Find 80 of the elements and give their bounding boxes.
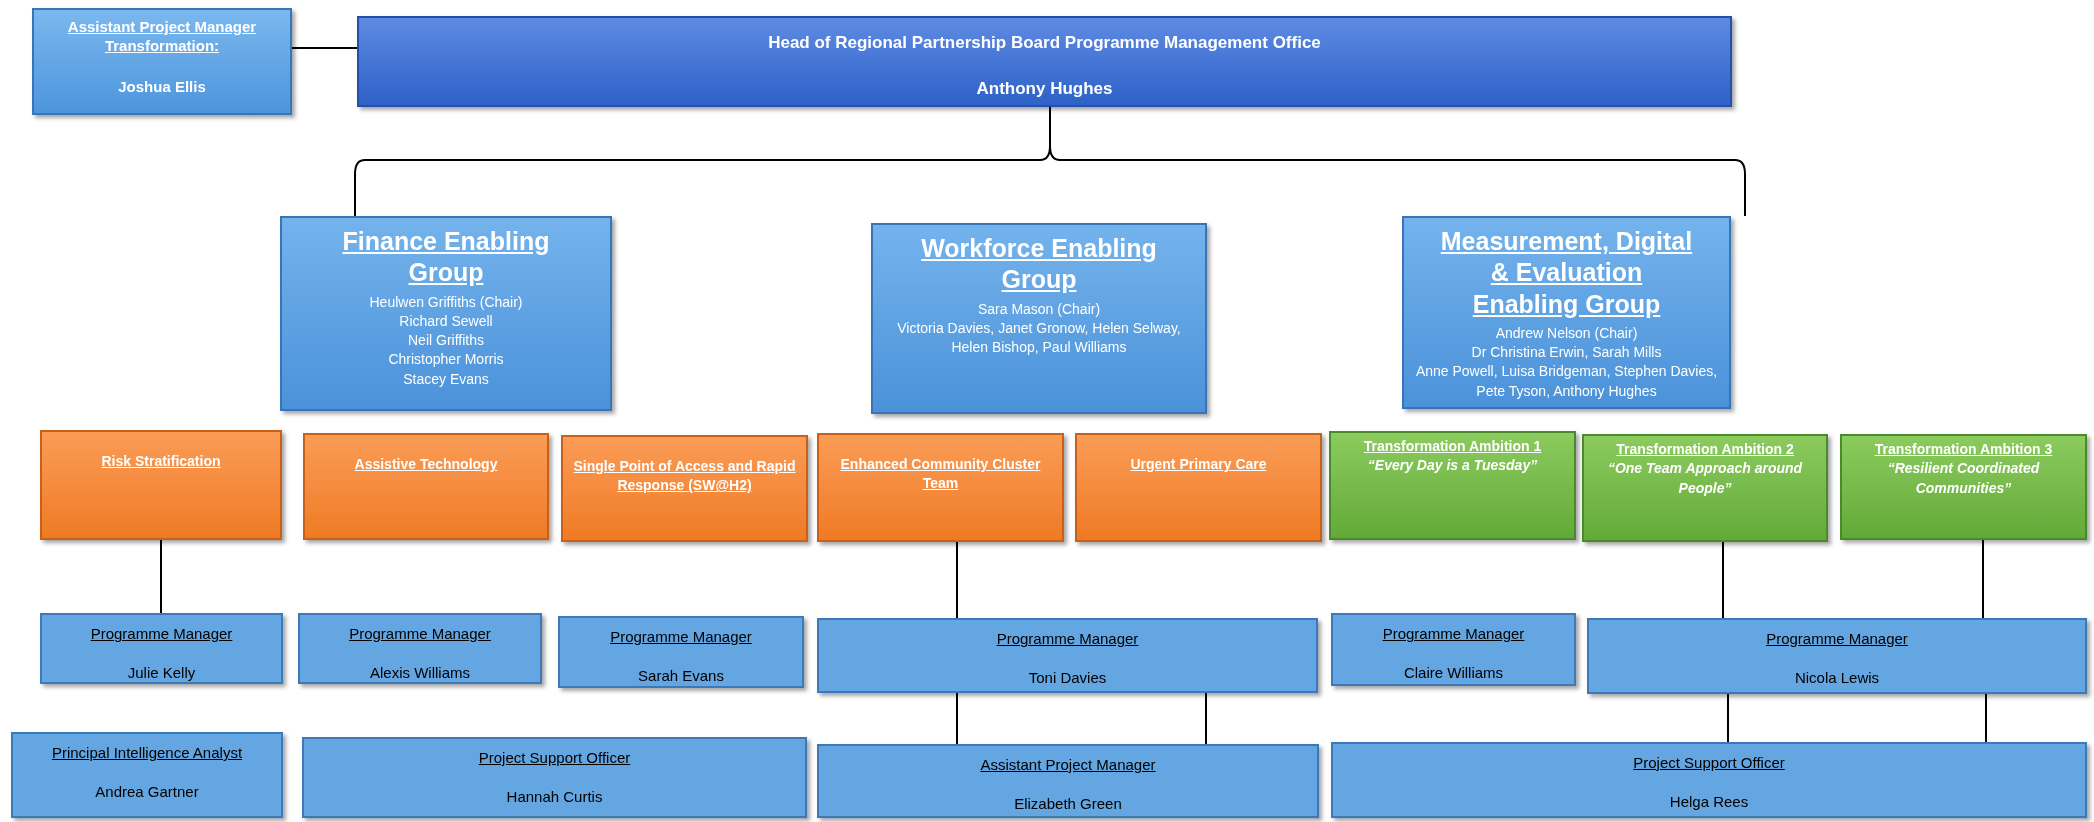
- role-title: Assistant Project Manager Transformation:: [66, 18, 258, 56]
- role-title: Project Support Officer: [1633, 753, 1785, 773]
- workstream-box: [561, 435, 808, 542]
- role-title: Programme Manager: [996, 629, 1139, 649]
- role-box: [817, 618, 1318, 693]
- role-box: [558, 616, 804, 688]
- connector-line: [1985, 693, 1987, 743]
- head-box: [357, 16, 1732, 107]
- ambition-box: [1582, 434, 1828, 542]
- connector-line: [160, 539, 162, 614]
- group-title: Measurement, Digital & Evaluation Enabling Group: [1439, 226, 1694, 320]
- connector-line: [1727, 693, 1729, 743]
- ambition-box: [1840, 434, 2087, 540]
- person-name: Anthony Hughes: [976, 77, 1113, 100]
- role-box: [32, 8, 292, 115]
- member-name: Sara Mason (Chair): [977, 299, 1101, 319]
- group-box: [280, 216, 612, 411]
- ambition-title: Transformation Ambition 3: [1874, 440, 2053, 459]
- group-title: Workforce Enabling Group: [920, 233, 1158, 296]
- member-name: Neil Griffiths: [408, 331, 484, 350]
- role-box: [1587, 618, 2087, 694]
- role-title: Programme Manager: [1382, 624, 1525, 644]
- person-name: Nicola Lewis: [1794, 667, 1880, 688]
- role-box: [1331, 742, 2087, 818]
- role-title: Assistant Project Manager: [980, 755, 1156, 775]
- role-title: Head of Regional Partnership Board Programme Management Office: [768, 32, 1321, 54]
- workstream-title: Urgent Primary Care: [1130, 455, 1267, 474]
- person-name: Alexis Williams: [370, 662, 470, 683]
- group-box: [871, 223, 1207, 414]
- member-name: Victoria Davies, Janet Gronow, Helen Selway, Helen Bishop, Paul Williams: [896, 318, 1182, 357]
- ambition-title: Transformation Ambition 1: [1363, 437, 1542, 456]
- person-name: Sarah Evans: [638, 665, 724, 686]
- workstream-box: [1075, 433, 1322, 542]
- person-name: Hannah Curtis: [506, 786, 603, 807]
- connector-line: [1722, 541, 1724, 619]
- workstream-title: Single Point of Access and Rapid Response (SW@H2): [572, 457, 797, 496]
- person-name: Julie Kelly: [127, 662, 196, 683]
- person-name: Andrea Gartner: [95, 781, 199, 802]
- role-title: Programme Manager: [1766, 629, 1908, 649]
- role-box: [298, 613, 542, 684]
- connector-line: [291, 47, 358, 49]
- role-box: [40, 613, 283, 684]
- person-name: Helga Rees: [1669, 791, 1749, 812]
- connector-line: [956, 541, 958, 619]
- ambition-motto: “Every Day is a Tuesday”: [1367, 456, 1538, 476]
- role-box: [302, 737, 807, 818]
- person-name: Claire Williams: [1403, 662, 1504, 683]
- workstream-title: Enhanced Community Cluster Team: [839, 455, 1042, 494]
- ambition-motto: “One Team Approach around People”: [1606, 459, 1804, 498]
- member-name: Richard Sewell: [399, 311, 493, 331]
- ambition-title: Transformation Ambition 2: [1616, 440, 1794, 459]
- role-box: [1331, 613, 1576, 686]
- connector-line: [956, 692, 958, 745]
- connector-line: [1982, 539, 1984, 619]
- member-name: Christopher Morris: [388, 350, 504, 370]
- member-name: Heulwen Griffiths (Chair): [369, 292, 523, 312]
- role-title: Principal Intelligence Analyst: [51, 743, 243, 763]
- role-title: Project Support Officer: [478, 748, 631, 768]
- member-name: Andrew Nelson (Chair): [1495, 323, 1638, 343]
- member-name: Stacey Evans: [403, 369, 489, 389]
- role-box: [11, 732, 283, 818]
- connector-line: [1205, 692, 1207, 745]
- workstream-title: Assistive Technology: [354, 455, 498, 474]
- workstream-box: [40, 430, 282, 540]
- workstream-title: Risk Stratification: [101, 452, 221, 471]
- role-title: Programme Manager: [90, 624, 233, 644]
- person-name: Joshua Ellis: [118, 76, 206, 97]
- ambition-box: [1329, 431, 1576, 540]
- ambition-motto: “Resilient Coordinated Communities”: [1886, 459, 2041, 498]
- group-box: [1402, 216, 1731, 409]
- workstream-box: [303, 433, 549, 540]
- person-name: Toni Davies: [1028, 667, 1107, 688]
- workstream-box: [817, 433, 1064, 542]
- role-box: [817, 744, 1319, 818]
- role-title: Programme Manager: [610, 627, 752, 647]
- person-name: Elizabeth Green: [1014, 793, 1122, 814]
- member-name: Anne Powell, Luisa Bridgeman, Stephen Davies, Pete Tyson, Anthony Hughes: [1414, 362, 1719, 401]
- role-title: Programme Manager: [349, 624, 491, 644]
- group-title: Finance Enabling Group: [341, 226, 551, 289]
- member-name: Dr Christina Erwin, Sarah Mills: [1471, 343, 1662, 362]
